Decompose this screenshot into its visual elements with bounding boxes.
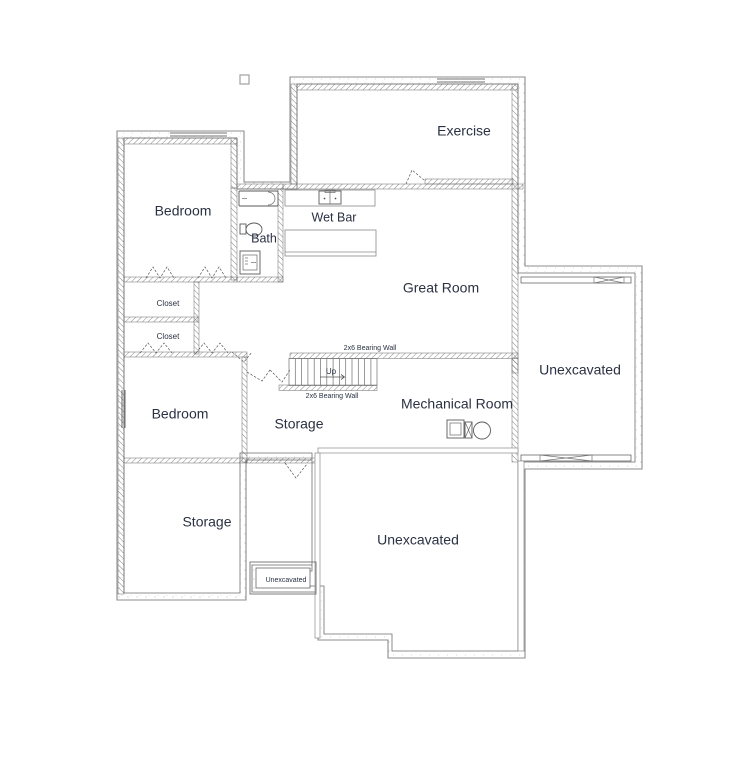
water-heater-icon xyxy=(473,421,491,440)
room-label-storage-lower: Storage xyxy=(182,514,231,530)
annotation-stair-direction: Up xyxy=(326,367,337,376)
room-label-unexcavated-small: Unexcavated xyxy=(266,577,307,584)
toilet-icon xyxy=(239,222,263,237)
crawl-access-top xyxy=(593,276,625,284)
room-label-wet-bar: Wet Bar xyxy=(312,210,357,224)
unexcavated-bottom-walls xyxy=(249,452,525,652)
annotation-bearing-wall-top: 2x6 Bearing Wall xyxy=(344,345,397,352)
room-label-bedroom-upper: Bedroom xyxy=(155,203,212,219)
room-label-mechanical-room: Mechanical Room xyxy=(401,396,513,412)
room-label-bath: Bath xyxy=(251,231,277,245)
staircase-icon xyxy=(278,352,519,391)
air-handler-icon xyxy=(464,421,473,439)
bar-double-sink-icon xyxy=(318,189,342,205)
room-label-closet-upper: Closet xyxy=(157,299,180,308)
closet-walls xyxy=(123,266,253,363)
room-label-great-room: Great Room xyxy=(403,280,479,296)
unexcavated-right-walls xyxy=(520,276,632,462)
room-label-unexcavated-bottom: Unexcavated xyxy=(377,532,459,548)
room-label-unexcavated-right: Unexcavated xyxy=(539,362,621,378)
mechanical-fixtures xyxy=(446,419,491,440)
bath-walls xyxy=(236,183,284,283)
page-marker-icon xyxy=(239,74,250,85)
annotation-bearing-wall-bottom: 2x6 Bearing Wall xyxy=(306,393,359,400)
bath-fixtures xyxy=(238,190,279,275)
bedroom-upper-walls xyxy=(117,132,238,595)
room-label-closet-lower: Closet xyxy=(157,332,180,341)
furnace-icon xyxy=(446,419,465,439)
exercise-walls xyxy=(290,78,519,374)
room-label-storage-mid: Storage xyxy=(274,416,323,432)
room-labels: Bedroom Bath Wet Bar Exercise Great Room… xyxy=(152,123,621,584)
storage-lower-walls xyxy=(246,457,318,479)
room-label-bedroom-lower: Bedroom xyxy=(152,406,209,422)
vanity-sink-icon xyxy=(239,250,261,275)
room-label-exercise: Exercise xyxy=(437,123,491,139)
mechanical-walls xyxy=(317,357,519,463)
wet-bar-area xyxy=(282,183,524,257)
annotation-labels: 2x6 Bearing Wall 2x6 Bearing Wall Up xyxy=(306,345,397,400)
bathtub-icon xyxy=(238,190,279,207)
crawl-access-bottom xyxy=(539,454,593,462)
